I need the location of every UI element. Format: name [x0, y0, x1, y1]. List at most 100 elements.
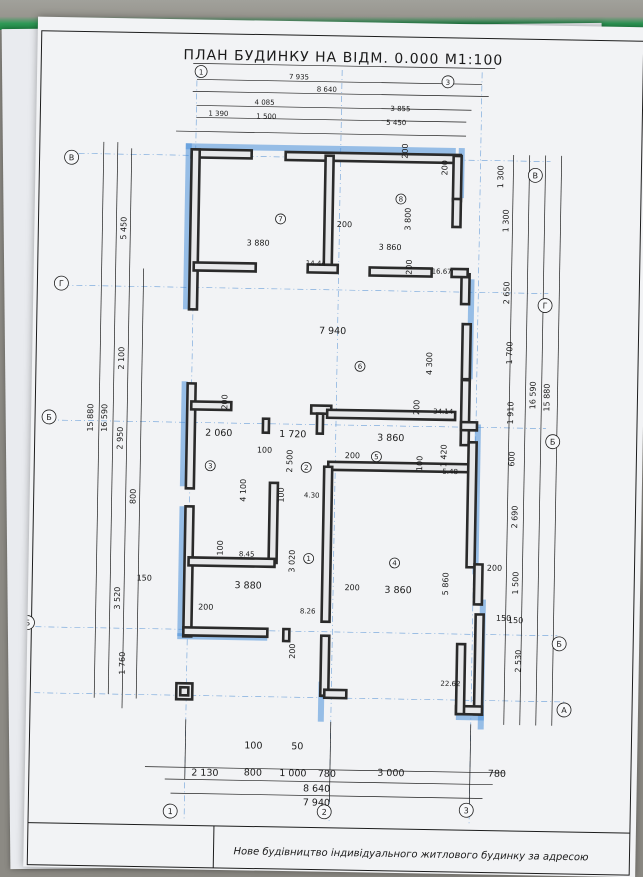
dim-bottom-50: 50 — [291, 741, 303, 752]
title-block-border — [27, 822, 630, 834]
svg-text:1 720: 1 720 — [279, 429, 306, 440]
svg-text:14.44: 14.44 — [306, 259, 327, 267]
dim-right-1300b: 1 300 — [501, 209, 510, 232]
axis-bubble-left-a: А — [23, 681, 26, 696]
dim-top-1390: 1 390 — [208, 110, 228, 118]
dim-top-8640: 8 640 — [317, 86, 337, 94]
svg-text:100: 100 — [216, 540, 225, 555]
inner-dimensions: 3 880 200 3 860 3 800 200 200 7 940 4 30… — [198, 143, 511, 659]
dim-bottom-780a: 780 — [318, 769, 336, 780]
title-block-text: Нове будівництво індивідуального житлово… — [233, 845, 588, 863]
svg-text:150: 150 — [496, 614, 511, 623]
room-7: 7 14.44 — [275, 213, 327, 268]
svg-text:100: 100 — [257, 446, 272, 455]
dim-top-7935: 7 935 — [289, 73, 309, 81]
svg-text:3: 3 — [464, 806, 469, 815]
dim-top-1500: 1 500 — [256, 112, 276, 120]
dim-top-5450: 5 450 — [386, 119, 406, 127]
axis-bubble-right-g: Г — [537, 298, 553, 313]
dim-left-2950: 2 950 — [116, 427, 125, 450]
dim-left-800: 800 — [129, 489, 138, 504]
svg-text:Г: Г — [543, 302, 548, 311]
axis-bubble-left-g: Г — [54, 275, 69, 291]
svg-text:4.30: 4.30 — [304, 491, 320, 499]
axis-bubble-left-v: В — [64, 149, 79, 165]
axis-bubble-top-3: 3 — [441, 75, 455, 89]
svg-text:Б: Б — [46, 413, 52, 422]
dim-bottom-3000: 3 000 — [377, 768, 404, 779]
dim-left-150: 150 — [137, 573, 152, 582]
svg-text:100: 100 — [415, 456, 424, 471]
svg-text:2 500: 2 500 — [285, 450, 294, 473]
axis-bubble-top-1: 1 — [194, 65, 208, 78]
svg-text:200: 200 — [405, 259, 414, 274]
svg-text:200: 200 — [220, 394, 229, 409]
svg-text:7 940: 7 940 — [319, 326, 346, 337]
axis-bubble-right-a: А — [556, 702, 572, 718]
dim-right-1910: 1 910 — [506, 401, 515, 424]
dim-right-2530: 2 530 — [514, 650, 523, 673]
axis-bubble-bottom-2: 2 — [316, 804, 332, 820]
svg-text:4 100: 4 100 — [239, 479, 248, 502]
drawing-sheet: ПЛАН БУДИНКУ НА ВІДМ. 0.000 М1:100 — [23, 16, 643, 877]
room-8: 8 16.67 — [395, 193, 452, 276]
svg-text:3 880: 3 880 — [234, 580, 261, 591]
axis-line-v — [65, 152, 551, 162]
svg-text:Г: Г — [59, 279, 64, 288]
svg-text:200: 200 — [412, 400, 421, 415]
svg-text:200: 200 — [401, 143, 410, 158]
room-6: 6 34.14 — [354, 360, 454, 416]
svg-text:3 860: 3 860 — [377, 433, 404, 444]
dim-bottom-2130: 2 130 — [191, 767, 218, 778]
axis-line-b1 — [49, 419, 546, 429]
plan-title: ПЛАН БУДИНКУ НА ВІДМ. 0.000 М1:100 — [183, 47, 503, 69]
svg-text:16.67: 16.67 — [432, 268, 452, 276]
dim-left-1760: 1 760 — [118, 652, 127, 675]
svg-text:2: 2 — [304, 464, 309, 472]
dim-bottom-7940: 7 940 — [303, 797, 330, 808]
dim-left-16590: 16 590 — [100, 404, 109, 432]
room-5: 5 5.48 — [371, 451, 458, 476]
dim-right-1700: 1 700 — [505, 341, 514, 364]
svg-text:6: 6 — [358, 363, 363, 371]
svg-text:1: 1 — [199, 68, 204, 76]
dim-right-2690: 2 690 — [510, 506, 519, 529]
svg-text:4: 4 — [392, 559, 397, 567]
dim-right-16590: 16 590 — [528, 381, 537, 409]
svg-text:3: 3 — [208, 462, 213, 470]
dim-top-3855: 3 855 — [390, 105, 410, 113]
svg-text:5.48: 5.48 — [442, 468, 458, 476]
dimension-lines — [93, 79, 563, 805]
svg-text:Б: Б — [556, 640, 562, 649]
title-block-divider — [212, 825, 215, 868]
svg-text:8: 8 — [399, 195, 404, 203]
dim-bottom-780b: 780 — [488, 769, 506, 780]
svg-text:3 860: 3 860 — [384, 585, 411, 596]
axis-line-b2 — [35, 626, 558, 637]
svg-text:Б: Б — [550, 438, 556, 447]
axis-bubble-bottom-3: 3 — [458, 802, 474, 818]
dim-right-2650: 2 650 — [502, 281, 511, 304]
svg-text:200: 200 — [440, 160, 449, 175]
dim-left-15880: 15 880 — [86, 404, 95, 432]
dim-left-5450: 5 450 — [119, 217, 128, 240]
title-underline — [193, 63, 496, 69]
svg-text:200: 200 — [337, 220, 352, 229]
svg-text:200: 200 — [487, 564, 502, 573]
svg-text:200: 200 — [345, 451, 360, 460]
walls — [174, 148, 486, 716]
dim-left-2100: 2 100 — [117, 347, 126, 370]
room-4: 4 22.62 — [389, 557, 461, 688]
axis-line-g — [63, 284, 549, 294]
svg-text:100: 100 — [277, 487, 286, 502]
svg-text:3 020: 3 020 — [287, 550, 296, 573]
dim-right-1500: 1 500 — [511, 572, 520, 595]
axis-line-3 — [468, 72, 483, 825]
axis-bubble-bottom-1: 1 — [162, 803, 178, 819]
svg-text:34.14: 34.14 — [433, 408, 454, 416]
svg-text:7: 7 — [278, 215, 283, 223]
svg-text:В: В — [533, 171, 539, 180]
dim-right-1300a: 1 300 — [496, 165, 505, 188]
svg-text:3 880: 3 880 — [247, 238, 270, 247]
svg-text:В: В — [69, 153, 75, 162]
